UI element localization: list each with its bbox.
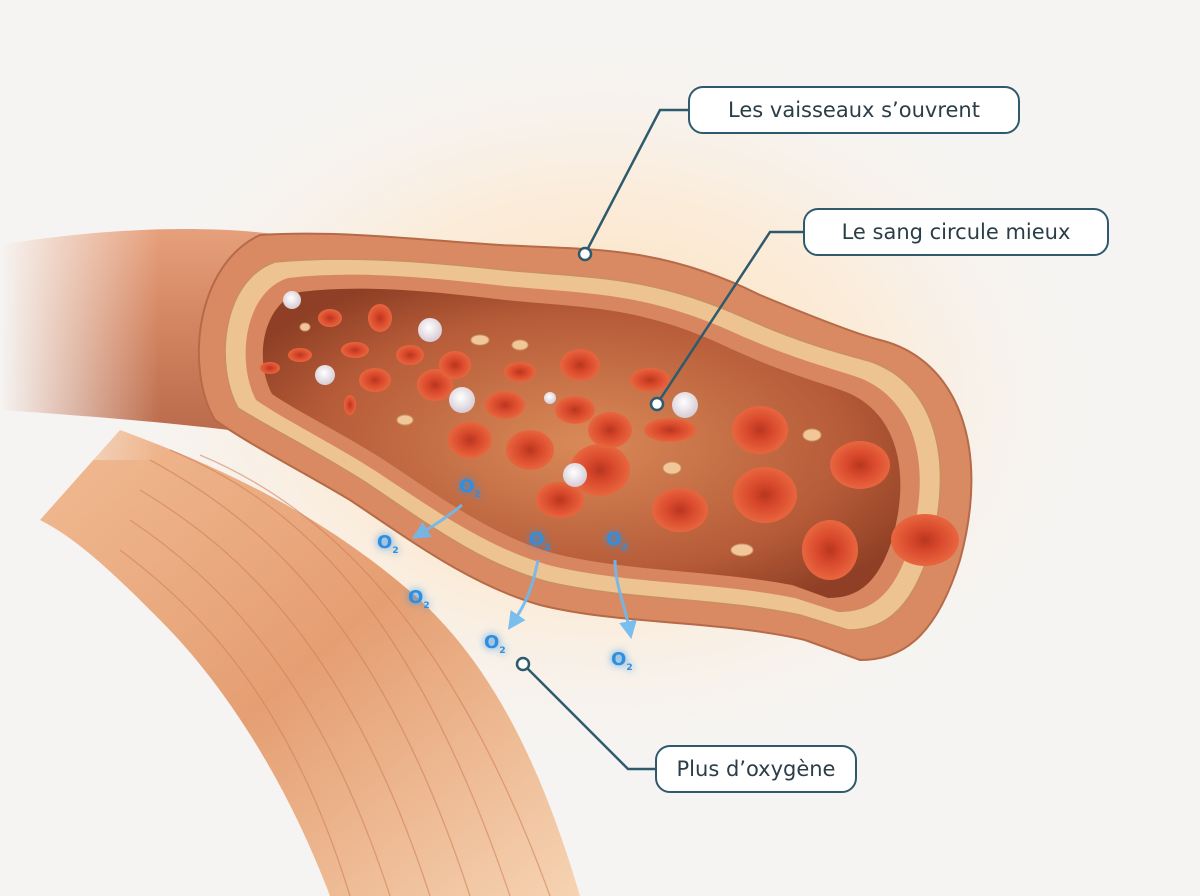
oxygen-molecule-icon: O2 [529, 529, 551, 553]
red-blood-cells [260, 304, 959, 580]
muscle-fibers [119, 449, 551, 896]
oxygen-molecule-icon: O2 [377, 532, 399, 556]
leader-vessels-open [583, 108, 688, 255]
oxygen-molecule-icon: O2 [606, 529, 628, 553]
oxygen-molecules: O2 O2 O2 O2 O2 O2 O2 [377, 476, 633, 673]
callout-anchors [515, 246, 665, 672]
anchor-blood-flows [649, 396, 665, 412]
oxygen-molecule-icon: O2 [408, 587, 430, 611]
white-blood-cell-icon [283, 291, 698, 487]
left-fade [0, 200, 160, 460]
vessel-lumen [262, 288, 901, 598]
oxygen-molecule-icon: O2 [611, 649, 633, 673]
anchor-more-oxygen [515, 656, 531, 672]
platelet-icon [299, 322, 822, 557]
white-blood-cells [283, 291, 698, 487]
callout-blood-flows: Le sang circule mieux [803, 208, 1109, 256]
leader-more-oxygen [522, 663, 655, 771]
oxygen-molecule-icon: O2 [484, 632, 506, 656]
oxygen-molecule-icon: O2 [459, 476, 481, 500]
callout-more-oxygen: Plus d’oxygène [655, 745, 857, 793]
leader-blood-flows [655, 230, 803, 405]
callout-vessels-open: Les vaisseaux s’ouvrent [688, 86, 1020, 134]
muscle-tissue [40, 430, 580, 896]
anchor-vessels-open [577, 246, 593, 262]
red-blood-cell-icon [260, 304, 959, 580]
callout-leaders [522, 108, 803, 771]
oxygen-arrows [411, 503, 637, 640]
platelets [299, 322, 822, 557]
